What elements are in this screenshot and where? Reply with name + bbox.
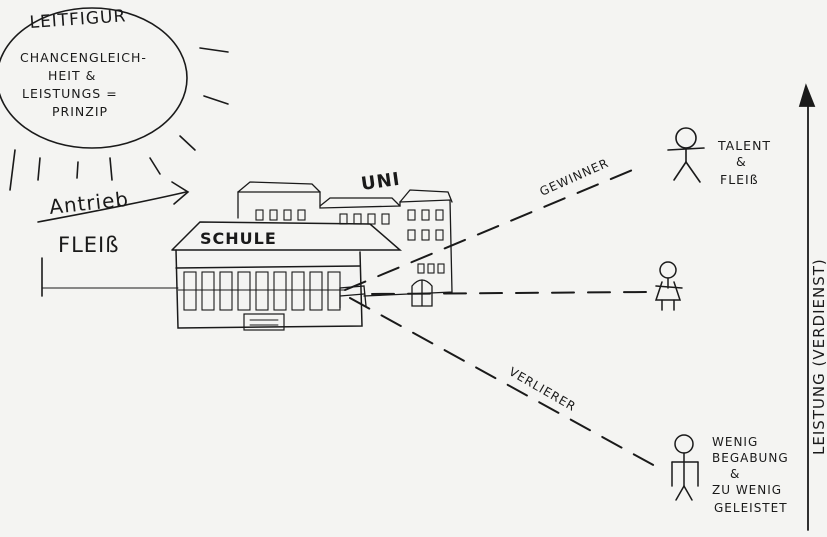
sun-ray (109, 157, 113, 181)
uni-roof (237, 181, 453, 207)
top-figure-line-1: TALENT (717, 138, 771, 153)
bottom-figure-line-2: BEGABUNG (712, 451, 789, 465)
paths (344, 165, 656, 467)
sun-circle (0, 7, 188, 149)
figure-bottom (671, 434, 699, 501)
antrieb-label: Antrieb (48, 187, 130, 219)
sun-ray (179, 135, 196, 151)
sun-line-4: PRINZIP (52, 104, 108, 119)
figure-top (667, 127, 705, 183)
antrieb-arrowhead (171, 181, 190, 205)
leistung-axis (798, 83, 816, 531)
bottom-figure-line-1: WENIG (712, 435, 758, 449)
uni-label: UNI (360, 169, 402, 195)
bottom-figure-line-5: GELEISTET (714, 501, 788, 515)
sun-ray (203, 95, 229, 105)
axis-arrowhead (798, 83, 816, 107)
sun-ray (149, 157, 161, 175)
school-floor (175, 265, 361, 269)
school-building (171, 221, 403, 331)
top-figure-line-3: FLEIß (720, 172, 759, 187)
path-losers (349, 297, 656, 467)
sun-ray (76, 161, 79, 179)
sun-title: LEITFIGUR (29, 6, 127, 33)
path-winners (344, 165, 643, 291)
sun (0, 7, 229, 191)
drive-arrow (37, 181, 190, 297)
effort-label: FLEIß (58, 233, 119, 257)
uni-door (411, 279, 433, 307)
sun-ray (199, 47, 229, 53)
figure-middle (654, 261, 683, 311)
sun-line-1: CHANCENGLEICH- (20, 50, 147, 65)
sun-line-2: HEIT & (48, 68, 96, 83)
school-sign (243, 313, 285, 331)
path-middle (371, 291, 649, 295)
sun-ray (9, 149, 16, 191)
school-windows (183, 271, 341, 311)
school-roof (171, 221, 403, 251)
winners-label: GEWINNER (538, 156, 611, 199)
uni-building (237, 181, 453, 307)
antrieb-underline (37, 191, 187, 223)
uni-windows (255, 209, 445, 274)
bottom-figure-line-3: & (730, 467, 740, 481)
top-figure-line-2: & (736, 154, 747, 169)
sun-ray (37, 157, 41, 181)
school-label: SCHULE (200, 229, 277, 248)
school-walls (175, 249, 363, 329)
axis-label: LEISTUNG (VERDIENST) (810, 258, 827, 455)
bottom-figure-line-4: ZU WENIG (712, 483, 782, 497)
sun-line-3: LEISTUNGS = (22, 86, 118, 101)
